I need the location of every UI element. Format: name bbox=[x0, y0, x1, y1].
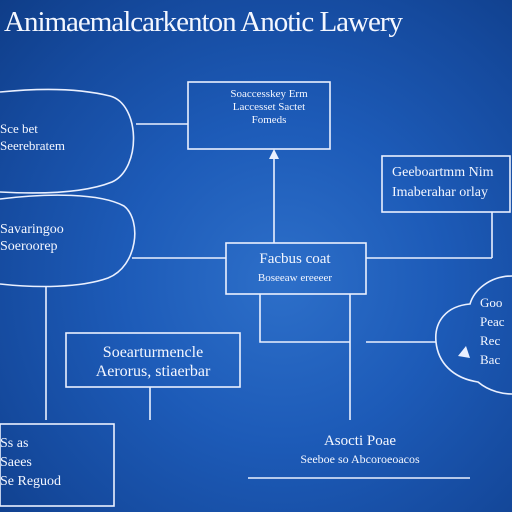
left-oval-2-label: Savaringoo Soeroorep bbox=[0, 221, 64, 255]
cloud-line-3: Rec bbox=[480, 333, 501, 348]
center-box-shape bbox=[225, 242, 367, 295]
left-oval-2-shape bbox=[0, 194, 136, 288]
top-box-line-2: Laccesset Sactet bbox=[232, 101, 306, 113]
right-box-label: Geeboartmm Nim Imaberahar orlay bbox=[392, 163, 493, 203]
cloud-label: Goo Peac Rec Bac bbox=[480, 293, 505, 369]
top-box-line-1: Soaccesskey Erm bbox=[230, 88, 308, 100]
bottom-left-shape bbox=[0, 423, 115, 507]
right-box-line-1: Geeboartmm Nim bbox=[392, 165, 494, 180]
diagram-title: Animaemalcarkenton Anotic Lawery bbox=[4, 6, 403, 38]
cloud-line-2: Peac bbox=[480, 314, 505, 329]
left-box-shape bbox=[65, 332, 241, 388]
left-oval-2-line-2: Soeroorep bbox=[0, 239, 58, 254]
left-box-line-1: Soearturmencle bbox=[102, 344, 204, 361]
cloud-line-4: Bac bbox=[480, 352, 501, 367]
right-box-shape bbox=[381, 155, 511, 213]
arrowhead-cloud bbox=[458, 346, 470, 358]
bottom-label-line-2: Seeboe so Abcoroeoacos bbox=[300, 452, 420, 466]
center-box-line-1: Facbus coat bbox=[259, 251, 331, 267]
center-box-line-2: Boseeaw ereeeer bbox=[257, 272, 333, 284]
left-oval-1-line-2: Seerebratem bbox=[0, 138, 65, 153]
connector-center-bottom bbox=[259, 294, 350, 343]
bottom-left-label: Ss as Saees Se Reguod bbox=[0, 434, 61, 491]
left-oval-2-line-1: Savaringoo bbox=[0, 222, 64, 237]
left-oval-1-shape bbox=[0, 88, 135, 194]
cloud-line-1: Goo bbox=[480, 295, 503, 310]
top-box-shape bbox=[187, 81, 331, 150]
left-oval-1-line-1: Sce bet bbox=[0, 121, 38, 136]
arrowhead-up-topbox bbox=[269, 149, 279, 159]
right-box-line-2: Imaberahar orlay bbox=[392, 185, 488, 200]
bottom-label: Asocti Poae Seeboe so Abcoroeoacos bbox=[246, 432, 474, 468]
top-box-line-3: Fomeds bbox=[251, 114, 287, 126]
left-box-line-2: Aerorus, stiaerbar bbox=[95, 363, 211, 380]
bottom-left-line-3: Se Reguod bbox=[0, 474, 62, 489]
bottom-left-line-2: Saees bbox=[0, 455, 32, 470]
center-box-label: Facbus coat Boseeaw ereeeer bbox=[232, 250, 358, 288]
bottom-label-line-1: Asocti Poae bbox=[323, 433, 397, 449]
left-oval-1-label: Sce bet Seerebratem bbox=[0, 120, 65, 154]
top-box-label: Soaccesskey Erm Laccesset Sactet Fomeds bbox=[208, 88, 330, 127]
left-box-label: Soearturmencle Aerorus, stiaerbar bbox=[66, 343, 240, 381]
bottom-left-line-1: Ss as bbox=[0, 436, 29, 451]
